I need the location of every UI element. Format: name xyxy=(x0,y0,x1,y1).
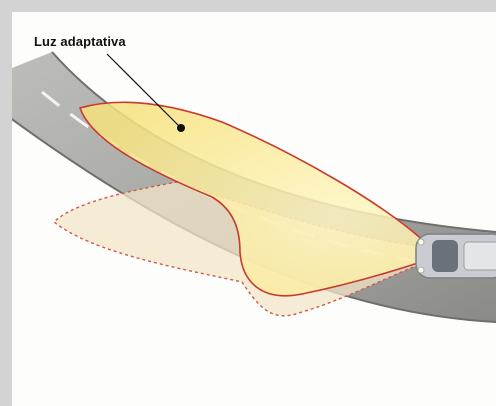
car-icon xyxy=(416,234,496,278)
callout-dot xyxy=(177,124,185,132)
headlight-diagram xyxy=(12,12,496,406)
callout-label: Luz adaptativa xyxy=(34,34,126,49)
diagram-frame: Luz adaptativa xyxy=(12,12,496,406)
